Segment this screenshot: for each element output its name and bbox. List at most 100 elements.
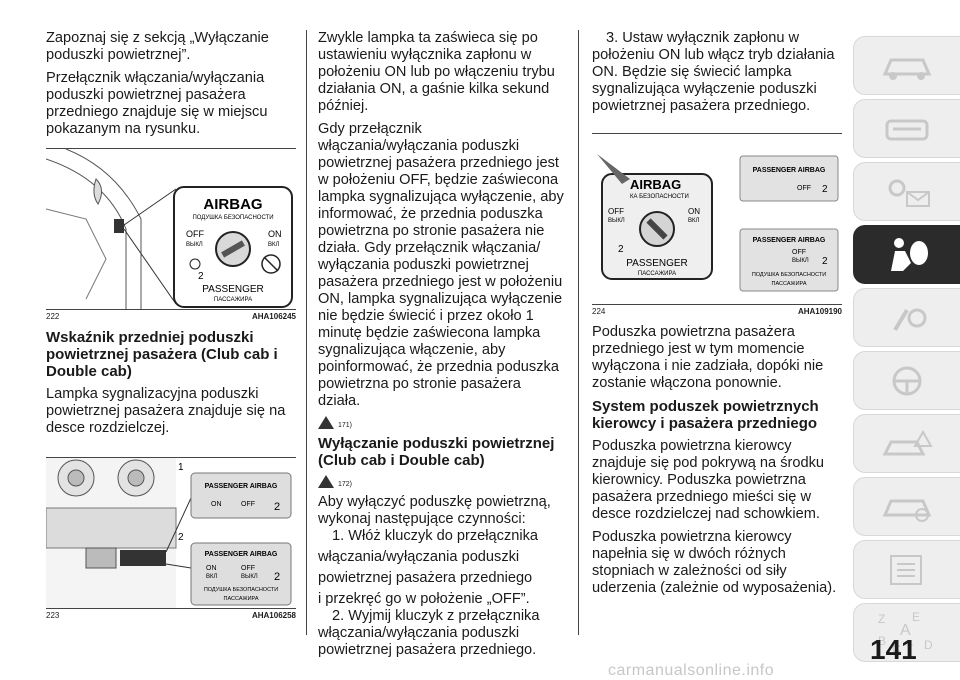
tab-car-dashboard[interactable] [853,99,960,158]
off-label-2: OFF [241,565,255,572]
airbag-off-symbol-icon [189,258,201,270]
figure-top-rule [592,133,842,134]
figure-top-rule [46,457,296,458]
warning-reference: 172) [318,475,564,488]
pa-label-2: PASSENGER AIRBAG [753,237,826,244]
paragraph: Zapoznaj się z sekcją „Wyłączanie podusz… [46,30,269,63]
paragraph: Poduszka powietrzna kierowcy napełnia si… [592,529,837,596]
seat-number: 2 [198,271,204,282]
passenger-airbag-indicator-illustration: 1 2 PASSENGER AIRBAG ON OFF 2 PASSENGER … [46,458,292,608]
seat-number-2: 2 [822,184,828,195]
paragraph: Przełącznik włączania/wyłączania poduszk… [46,70,268,137]
pa-label-2: PASSENGER AIRBAG [205,551,278,558]
page-number: 141 [870,634,917,665]
index-letter: D [924,638,933,652]
airbag-ru-label: ПОДУШКА БЕЗОПАСНОСТИ [192,215,273,221]
index-letter: E [912,610,920,624]
paragraph: Gdy przełącznik włączania/wyłączania pod… [318,121,564,409]
step-1-line: 1. Włóż kluczyk do przełącznika [332,528,539,544]
car-dashboard-icon [885,119,929,140]
figure-code: AHA106258 [251,611,296,620]
on-ru-label: ВКЛ [688,218,699,224]
tab-car-spec[interactable] [853,477,960,536]
off-label: OFF [241,501,255,508]
off-ru-label-2: ВЫКЛ [792,258,809,264]
wrench-tools-icon [893,308,927,331]
warning-reference: 171) [318,416,564,429]
tab-airbag-seat[interactable] [853,225,960,284]
section-heading: Wyłączanie poduszki powietrznej (Club ca… [318,435,555,469]
arrow-icon [597,154,630,184]
column-divider [578,30,579,635]
figure-code: AHA109190 [797,307,842,316]
tab-wrench-tools[interactable] [853,288,960,347]
indicator-lamp-icon [120,550,166,566]
seat-number-3: 2 [822,256,828,267]
airbag-switch-illustration: AIRBAG ПОДУШКА БЕЗОПАСНОСТИ OFF ВЫКЛ ON … [46,149,293,309]
on-ru-label: ВКЛ [206,574,217,580]
figure-223: 1 2 PASSENGER AIRBAG ON OFF 2 PASSENGER … [46,458,296,608]
airbag-on-symbol-icon [261,254,281,274]
paragraph: Poduszka powietrzna kierowcy znajduje si… [592,438,825,522]
airbag-label: AIRBAG [203,196,262,213]
tab-warning-car[interactable] [853,414,960,473]
off-label-2: OFF [797,185,811,192]
index-letter: B [878,634,886,648]
figure-number: 224 [592,307,606,316]
paragraph: Aby wyłączyć poduszkę powietrzną, wykona… [318,494,551,527]
off-ru-label: ВЫКЛ [608,218,625,224]
step-1-line: i przekręć go w położenie „OFF”. [318,591,530,607]
step-1-line: włączania/wyłączania poduszki [318,549,520,565]
reference-number: 172) [338,481,353,488]
warning-car-icon [882,429,933,455]
callout-2: 2 [178,532,184,543]
on-ru-label: ВКЛ [268,242,279,248]
airbag-label: AIRBAG [630,177,681,192]
section-heading: System poduszek powietrznych kierowcy i … [592,398,819,432]
step-2: 2. Wyjmij kluczyk z przełącznika włączan… [318,608,540,658]
tab-checklist[interactable] [853,540,960,599]
figure-caption: 222 AHA106245 [46,309,296,321]
pa-label: PASSENGER AIRBAG [753,167,826,174]
checklist-icon [890,554,922,585]
steering-wheel-icon [892,366,922,395]
figure-224: AIRBAG КА БЕЗОПАСНОСТИ OFF ВЫКЛ ON ВКЛ 2… [592,134,842,304]
step-3: 3. Ustaw wyłącznik zapłonu w położeniu O… [592,30,835,114]
tab-car-front[interactable] [853,36,960,95]
pa-label: PASSENGER AIRBAG [205,483,278,490]
lights-mail-icon [888,179,930,207]
ru2-label: ПАССАЖИРА [772,281,807,287]
watermark: carmanualsonline.info [608,662,775,679]
tab-steering-wheel[interactable] [853,351,960,410]
chapter-tabs: Z E A B C T D [853,36,960,666]
tab-alphabet-index[interactable]: Z E A B C T D [853,603,960,662]
tab-lights-mail[interactable] [853,162,960,221]
index-letter: Z [878,612,885,626]
figure-code: AHA106245 [251,312,296,321]
index-letter: C [892,642,901,656]
seat-number: 2 [274,501,280,513]
off-label-3: OFF [792,249,806,256]
off-ru-label: ВЫКЛ [241,574,258,580]
passenger-ru-label: ПАССАЖИРА [214,297,252,303]
ru2-label: ПАССАЖИРА [224,596,259,602]
callout-1: 1 [178,462,184,473]
index-letter: T [906,642,914,656]
warning-triangle-icon [318,475,334,488]
airbag-ru-label: КА БЕЗОПАСНОСТИ [630,194,689,200]
alphabet-index-icon: Z E A B C T D [878,610,933,656]
car-spec-icon [882,499,932,522]
off-label: OFF [608,207,624,216]
seat-number: 2 [618,244,624,255]
paragraph: Zwykle lampka ta zaświeca się po ustawie… [318,30,555,114]
index-letter: A [900,622,911,639]
car-front-icon [882,58,932,80]
figure-number: 223 [46,611,60,620]
off-label: OFF [186,229,204,239]
column-2: Zwykle lampka ta zaświeca się po ustawie… [318,30,564,665]
airbag-off-indicator-illustration: AIRBAG КА БЕЗОПАСНОСТИ OFF ВЫКЛ ON ВКЛ 2… [597,154,839,292]
figure-caption: 223 AHA106258 [46,608,296,620]
on-label: ON [268,229,282,239]
ru-label: ПОДУШКА БЕЗОПАСНОСТИ [204,587,278,593]
reference-number: 171) [338,422,353,429]
